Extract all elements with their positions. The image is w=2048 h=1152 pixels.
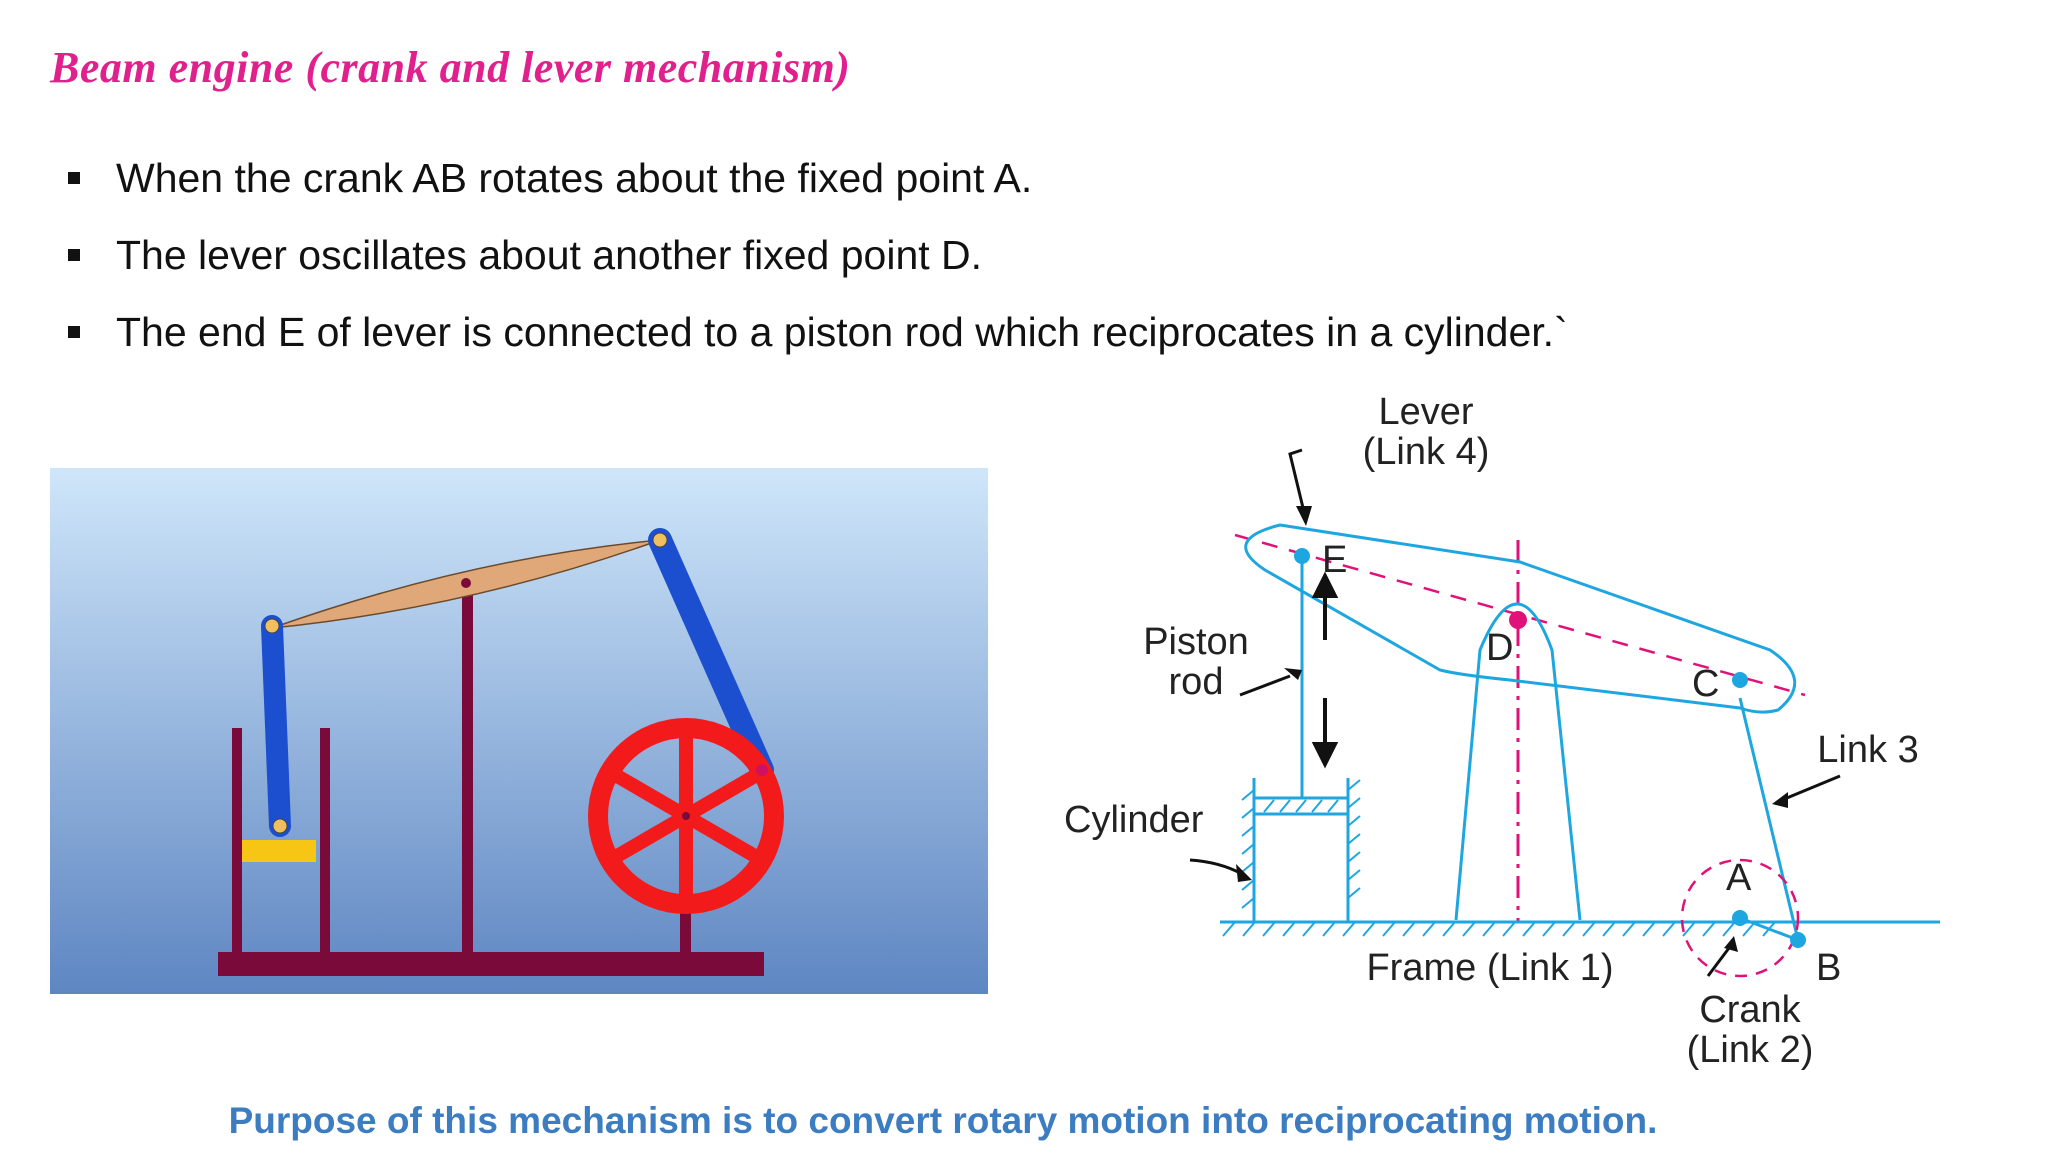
lever-label: Lever	[1378, 391, 1473, 433]
cylinder-label: Cylinder	[1064, 799, 1204, 841]
lever-support-post	[462, 588, 473, 954]
flywheel-spokes	[605, 723, 767, 909]
joint-e	[1294, 548, 1310, 564]
bullet-square-icon	[68, 326, 80, 338]
point-a-label: A	[1726, 857, 1752, 899]
leader-arrowheads	[1236, 506, 1788, 952]
bullet-list: When the crank AB rotates about the fixe…	[68, 152, 1568, 383]
piston-label: Piston	[1143, 621, 1249, 663]
bullet-item: When the crank AB rotates about the fixe…	[68, 152, 1568, 229]
guide-post-left	[232, 728, 242, 954]
point-e-label: E	[1322, 539, 1347, 581]
crank-pin	[756, 764, 768, 776]
joint-d	[1509, 611, 1527, 629]
bullet-text: The end E of lever is connected to a pis…	[116, 309, 1568, 355]
connecting-link	[648, 528, 774, 782]
frame-label: Frame (Link 1)	[1366, 947, 1613, 989]
crank-label: Crank	[1699, 989, 1801, 1031]
purpose-statement: Purpose of this mechanism is to convert …	[228, 1100, 1658, 1141]
crank-circle	[1680, 858, 1800, 978]
lever-link-label: (Link 4)	[1363, 431, 1490, 473]
crank-link	[1739, 916, 1799, 942]
slide-title: Beam engine (crank and lever mechanism)	[50, 43, 851, 92]
mechanism-diagram: Lever (Link 4) Piston rod Cylinder Link …	[1064, 391, 1940, 1071]
reciprocating-arrow-icon	[1311, 571, 1339, 769]
joint-a	[1732, 910, 1748, 926]
bullet-text: When the crank AB rotates about the fixe…	[116, 155, 1033, 201]
piston-link	[261, 615, 291, 837]
lever-centre-line	[1234, 533, 1806, 697]
piston-rod-label: rod	[1169, 661, 1224, 703]
point-d-label: D	[1486, 627, 1513, 669]
frame-hatching	[1222, 921, 1776, 937]
point-c-label: C	[1692, 663, 1719, 705]
bullet-square-icon	[68, 172, 80, 184]
cylinder-hatching	[1241, 779, 1361, 909]
base-plate	[218, 952, 764, 976]
beam-engine-illustration	[50, 468, 988, 994]
point-b-label: B	[1816, 947, 1841, 989]
guide-post-right	[320, 728, 330, 954]
lever-pivot	[461, 578, 471, 588]
bullet-item: The lever oscillates about another fixed…	[68, 229, 1568, 306]
joint-b	[1790, 932, 1806, 948]
crank-link-label: (Link 2)	[1687, 1029, 1814, 1071]
lever-outline	[1244, 523, 1796, 714]
link-3	[1738, 697, 1800, 941]
cylinder	[1252, 778, 1350, 922]
bullet-text: The lever oscillates about another fixed…	[116, 232, 983, 278]
illustration-background	[50, 468, 988, 994]
link-3-label: Link 3	[1817, 729, 1918, 771]
piston-link-top-pin	[264, 618, 280, 634]
bullet-square-icon	[68, 249, 80, 261]
bullet-item: The end E of lever is connected to a pis…	[68, 306, 1568, 383]
flywheel-centre	[682, 812, 690, 820]
slider-block	[242, 840, 316, 862]
connecting-link-top-pin	[652, 532, 668, 548]
joint-c	[1732, 672, 1748, 688]
lever-support	[1454, 602, 1582, 921]
piston-link-bottom-pin	[272, 818, 288, 834]
